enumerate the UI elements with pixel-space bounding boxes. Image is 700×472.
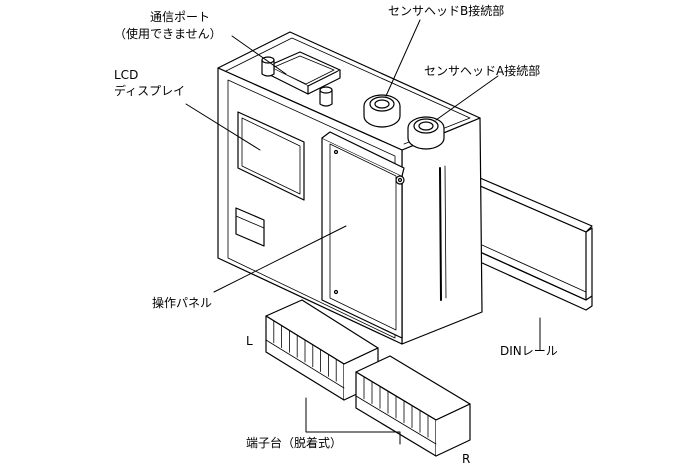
- terminal-block-label: 端子台（脱着式）: [246, 436, 343, 450]
- leader-lines: [185, 19, 541, 445]
- lcd-window: [237, 111, 305, 201]
- communication-port: [261, 51, 341, 107]
- comm-port-label: 通信ポート: [150, 10, 211, 24]
- sensor-head-b-label: センサヘッドB接続部: [388, 4, 505, 18]
- label-plate: [235, 207, 265, 247]
- lcd-label: LCD: [114, 68, 139, 82]
- din-rail: [479, 177, 593, 311]
- sensor-head-a-label: センサヘッドA接続部: [424, 64, 541, 78]
- terminal-r-label: R: [462, 452, 471, 466]
- sensor-head-b-connector: [363, 94, 401, 128]
- terminal-l-label: L: [246, 334, 253, 348]
- lcd-display-label: ディスプレイ: [114, 84, 186, 98]
- comm-port-note-label: （使用できません）: [114, 27, 222, 41]
- operation-panel-label: 操作パネル: [152, 296, 213, 310]
- din-rail-label: DINレール: [500, 344, 558, 358]
- enclosure-right-face: [401, 117, 483, 345]
- sensor-head-a-connector: [407, 116, 445, 150]
